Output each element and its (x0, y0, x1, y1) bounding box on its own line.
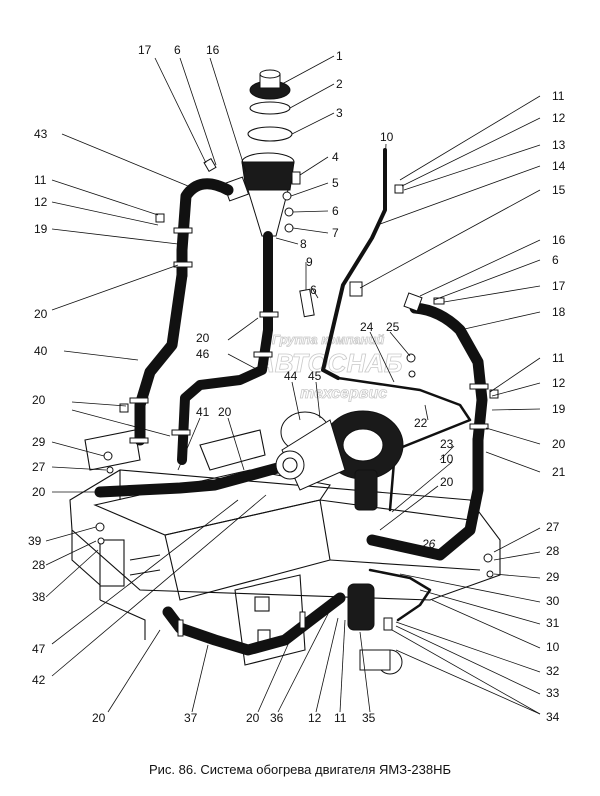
callout-19-left: 19 (34, 222, 48, 236)
callout-10-mid: 10 (440, 452, 454, 466)
callout-7: 7 (332, 226, 339, 240)
callout-12-right-top: 12 (552, 111, 566, 125)
watermark: Группа компаний АВТОСНАБ техсервис (255, 332, 403, 403)
callout-46: 46 (196, 347, 210, 361)
callout-11-bottom: 11 (334, 711, 347, 725)
callout-37: 37 (184, 711, 198, 725)
callout-39: 39 (28, 534, 42, 548)
callout-11-right-top: 11 (552, 89, 565, 103)
hose-clamps (129, 227, 489, 637)
engine-heating-system-drawing: Группа компаний АВТОСНАБ техсервис 2 6 (28, 43, 566, 725)
callout-35: 35 (362, 711, 376, 725)
callout-36: 36 (270, 711, 284, 725)
callout-12-right: 12 (552, 376, 566, 390)
callout-28-right: 28 (546, 544, 560, 558)
callout-22: 22 (414, 416, 428, 430)
callout-12-bottom: 12 (308, 711, 322, 725)
callout-44: 44 (284, 369, 298, 383)
callout-20-f: 20 (92, 711, 106, 725)
callout-43: 43 (34, 127, 48, 141)
callout-13: 13 (552, 138, 566, 152)
callout-8: 8 (300, 237, 307, 251)
callout-6-top: 6 (332, 204, 339, 218)
callout-20-b: 20 (196, 331, 210, 345)
callout-17-right: 17 (552, 279, 566, 293)
callout-20-d: 20 (32, 393, 46, 407)
callout-labels: 1 2 3 4 5 6 7 8 6 17 16 43 11 12 19 20 4… (28, 43, 566, 725)
callout-2: 2 (336, 77, 343, 91)
callout-33: 33 (546, 686, 560, 700)
callout-45: 45 (308, 369, 322, 383)
callout-15: 15 (552, 183, 566, 197)
fittings (95, 157, 499, 675)
callout-1: 1 (336, 49, 343, 63)
callout-20-a: 20 (34, 307, 48, 321)
callout-29-left: 29 (32, 435, 46, 449)
callout-28-left: 28 (32, 558, 46, 572)
callout-27-right: 27 (546, 520, 560, 534)
callout-19-right: 19 (552, 402, 566, 416)
callout-4: 4 (332, 150, 339, 164)
callout-3: 3 (336, 106, 343, 120)
callout-20-c: 20 (218, 405, 232, 419)
callout-47: 47 (32, 642, 46, 656)
callout-10-bottom: 10 (546, 640, 560, 654)
callout-21: 21 (552, 465, 566, 479)
callout-12-left: 12 (34, 195, 48, 209)
figure-caption: Рис. 86. Система обогрева двигателя ЯМЗ-… (148, 762, 452, 777)
watermark-line3: техсервис (300, 385, 387, 402)
callout-27-left: 27 (32, 460, 46, 474)
callout-29-right: 29 (546, 570, 560, 584)
callout-23: 23 (440, 437, 454, 451)
callout-38: 38 (32, 590, 46, 604)
callout-20-g: 20 (246, 711, 260, 725)
callout-5: 5 (332, 176, 339, 190)
leader-lines (45, 55, 541, 715)
callout-11-left: 11 (34, 173, 47, 187)
callout-41: 41 (196, 405, 210, 419)
callout-6-right: 6 (552, 253, 559, 267)
callout-31: 31 (546, 616, 560, 630)
expansion-tank-filler (222, 69, 295, 237)
callout-32: 32 (546, 664, 560, 678)
callout-34: 34 (546, 710, 560, 724)
callout-6-mid: 6 (310, 283, 317, 297)
callout-20-right: 20 (552, 437, 566, 451)
callout-18: 18 (552, 305, 566, 319)
callout-25: 25 (386, 320, 400, 334)
heater-unit (275, 410, 404, 511)
callout-24: 24 (360, 320, 374, 334)
callout-20-e: 20 (32, 485, 46, 499)
callout-16-right: 16 (552, 233, 566, 247)
callout-6-left: 6 (174, 43, 181, 57)
callout-11-right: 11 (552, 351, 565, 365)
callout-16-left: 16 (206, 43, 220, 57)
callout-9: 9 (306, 255, 313, 269)
callout-20-mid-right: 20 (440, 475, 454, 489)
callout-14: 14 (552, 159, 566, 173)
callout-40: 40 (34, 344, 48, 358)
callout-30: 30 (546, 594, 560, 608)
callout-10-top: 10 (380, 130, 394, 144)
callout-42: 42 (32, 673, 46, 687)
callout-17-left: 17 (138, 43, 152, 57)
